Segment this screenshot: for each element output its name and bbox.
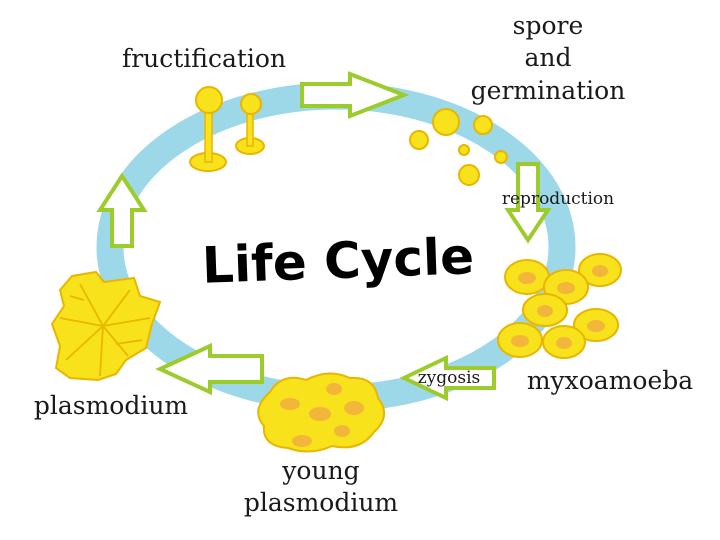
spore-label-line3: germination: [471, 76, 626, 105]
myxoamoeba-label: myxoamoeba: [527, 366, 693, 395]
arrow-to-fructification: [96, 172, 148, 248]
diagram-title: Life Cycle: [201, 227, 475, 294]
plasmodium-illustration: [50, 270, 162, 382]
young-plasmodium-illustration: [257, 372, 385, 453]
zygosis-label: zygosis: [418, 368, 481, 388]
spore-label-line2: and: [524, 43, 571, 72]
arrow-zygosis: [399, 354, 496, 402]
arrow-to-spore: [300, 71, 410, 119]
plasmodium-label: plasmodium: [34, 391, 189, 420]
spores-illustration: [409, 108, 508, 186]
fructification-illustration: [189, 86, 265, 172]
arrow-to-plasmodium: [155, 342, 264, 396]
reproduction-label: reproduction: [502, 189, 614, 209]
fructification-label: fructification: [122, 44, 286, 73]
arrow-reproduction: [504, 162, 552, 244]
myxoamoeba-illustration: [497, 253, 622, 359]
young-plasmodium-label-line1: young: [281, 456, 359, 485]
spore-label-line1: spore: [513, 11, 584, 40]
young-plasmodium-label-line2: plasmodium: [244, 488, 399, 517]
